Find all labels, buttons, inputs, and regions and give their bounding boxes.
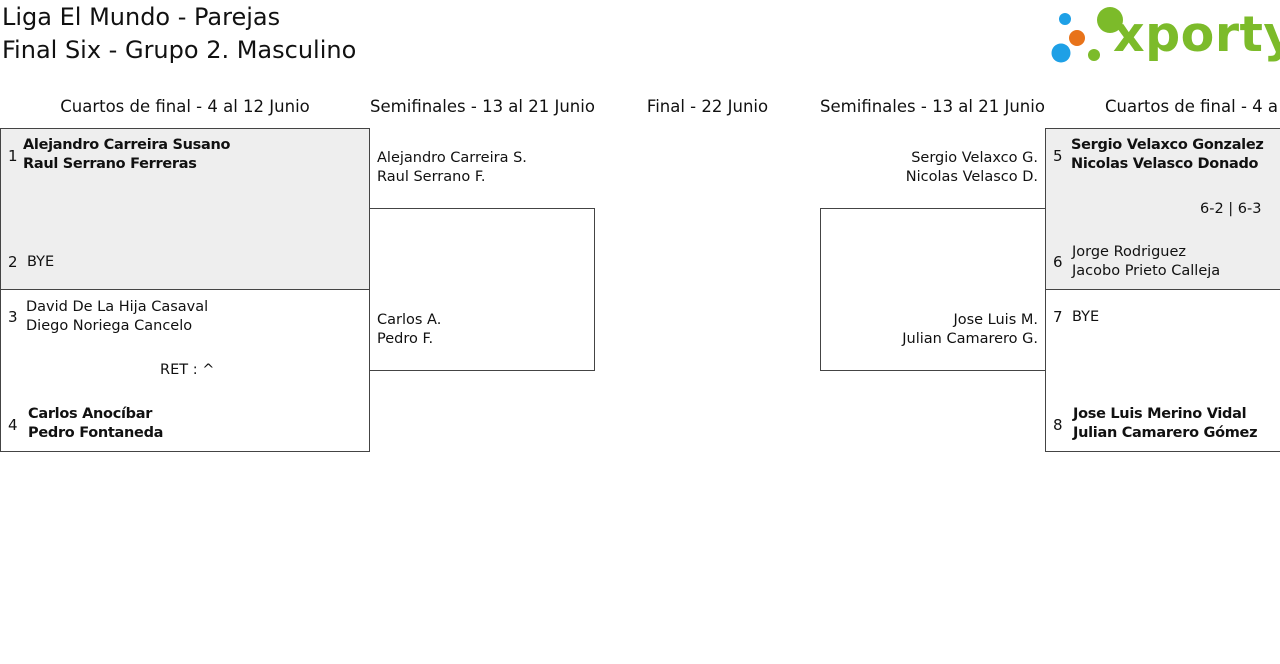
player-name: Jose Luis M. (953, 312, 1038, 328)
player-name: Carlos Anocíbar (28, 406, 153, 422)
match-result: 6-2 | 6-3 (1200, 201, 1262, 217)
player-name: Carlos A. (377, 312, 442, 328)
right-qf-match-1[interactable]: 5 Sergio Velaxco Gonzalez Nicolas Velasc… (1045, 128, 1280, 290)
seed-number: 5 (1053, 147, 1063, 165)
player-name: Nicolas Velasco Donado (1071, 156, 1259, 172)
right-sf-match[interactable]: Jose Luis M. Julian Camarero G. (820, 208, 1046, 371)
seed-number: 3 (8, 308, 18, 326)
right-qf-match-2[interactable]: 7 BYE 8 Jose Luis Merino Vidal Julian Ca… (1045, 289, 1280, 452)
bye-label: BYE (27, 254, 55, 270)
player-name: Pedro F. (377, 331, 434, 347)
player-name: Diego Noriega Cancelo (26, 318, 193, 334)
player-name: Jorge Rodriguez (1072, 244, 1187, 260)
seed-number: 2 (8, 253, 18, 271)
logo-text: xporty (1113, 6, 1280, 63)
left-qf-match-1[interactable]: 1 Alejandro Carreira Susano Raul Serrano… (0, 128, 370, 290)
left-quarterfinal-header: Cuartos de final - 4 al 12 Junio (60, 97, 310, 116)
xporty-logo[interactable]: xporty (1051, 5, 1280, 67)
player-name: Jacobo Prieto Calleja (1072, 263, 1221, 279)
bye-label: BYE (1072, 309, 1100, 325)
page-subtitle: Final Six - Grupo 2. Masculino (2, 36, 357, 64)
left-semifinal-header: Semifinales - 13 al 21 Junio (370, 97, 595, 116)
left-sf-match[interactable]: Carlos A. Pedro F. (369, 208, 595, 371)
player-name: Alejandro Carreira S. (377, 150, 527, 166)
player-name: Julian Camarero G. (902, 331, 1038, 347)
player-name: Raul Serrano F. (377, 169, 486, 185)
left-qf-match-2[interactable]: 3 David De La Hija Casaval Diego Noriega… (0, 289, 370, 452)
right-quarterfinal-header: Cuartos de final - 4 a (1105, 97, 1278, 116)
player-name: Jose Luis Merino Vidal (1073, 406, 1247, 422)
player-name: Pedro Fontaneda (28, 425, 164, 441)
match-result: RET : ^ (160, 362, 215, 378)
logo-dots-icon (1051, 7, 1123, 63)
seed-number: 1 (8, 147, 18, 165)
player-name: Sergio Velaxco G. (911, 150, 1038, 166)
final-header: Final - 22 Junio (646, 97, 769, 116)
player-name: Alejandro Carreira Susano (23, 137, 231, 153)
seed-number: 6 (1053, 253, 1063, 271)
player-name: David De La Hija Casaval (26, 299, 209, 315)
player-name: Sergio Velaxco Gonzalez (1071, 137, 1264, 153)
player-name: Julian Camarero Gómez (1073, 425, 1258, 441)
player-name: Nicolas Velasco D. (905, 169, 1038, 185)
player-name: Raul Serrano Ferreras (23, 156, 197, 172)
right-semifinal-header: Semifinales - 13 al 21 Junio (820, 97, 1045, 116)
page-title: Liga El Mundo - Parejas (2, 3, 281, 31)
seed-number: 4 (8, 416, 18, 434)
seed-number: 8 (1053, 416, 1063, 434)
seed-number: 7 (1053, 308, 1063, 326)
